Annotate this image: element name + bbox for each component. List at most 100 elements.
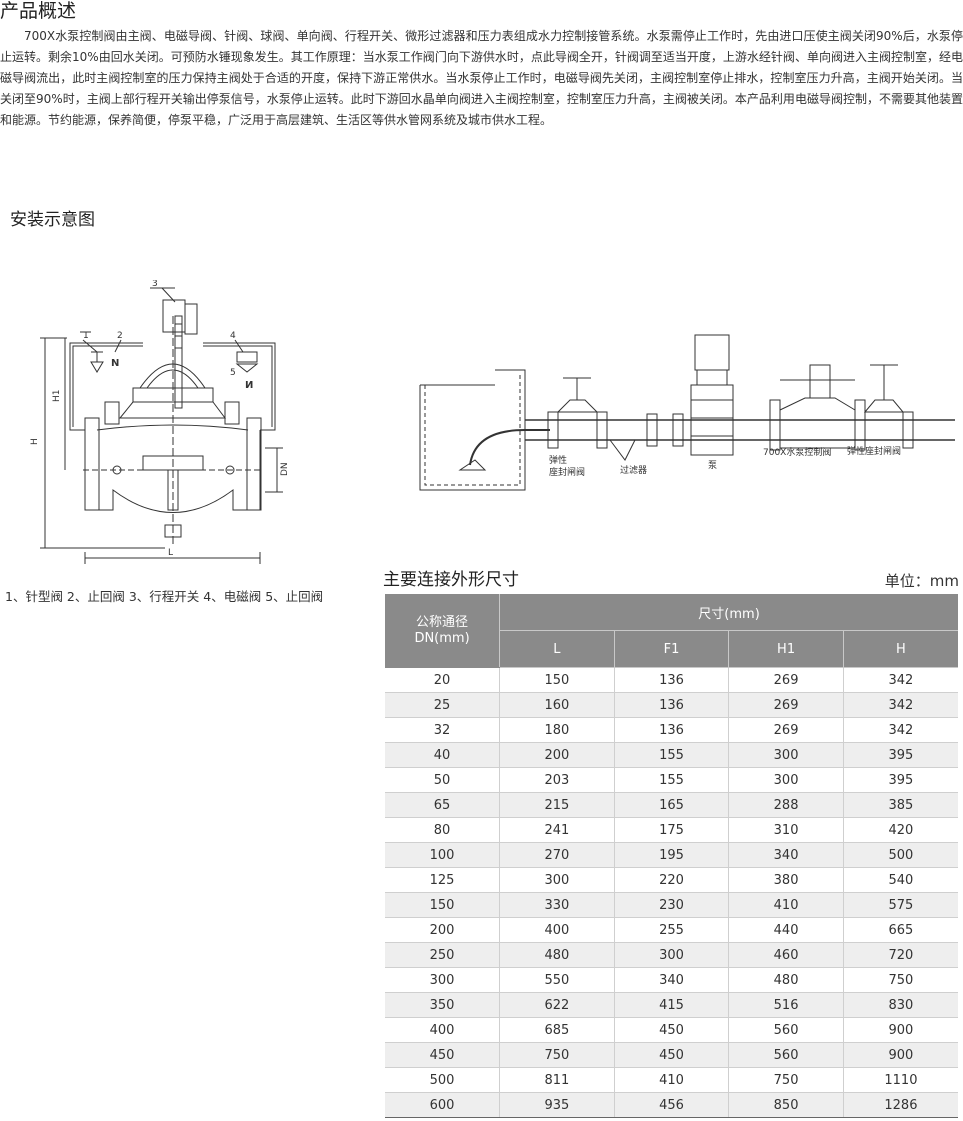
table-cell: 395 — [843, 742, 958, 768]
svg-text:И: И — [245, 380, 253, 391]
table-cell: 310 — [728, 817, 844, 843]
table-cell-dn: 450 — [385, 1042, 501, 1068]
dim-L-label: L — [168, 548, 173, 558]
dim-DN-label: DN — [280, 462, 290, 476]
table-title: 主要连接外形尺寸 — [383, 570, 519, 590]
table-cell-dn: 25 — [385, 692, 501, 718]
table-cell: 342 — [843, 717, 958, 743]
table-cell: 395 — [843, 767, 958, 793]
table-cell: 150 — [499, 667, 615, 693]
table-cell: 750 — [843, 967, 958, 993]
table-cell-dn: 600 — [385, 1092, 501, 1118]
table-cell: 550 — [499, 967, 615, 993]
table-cell: 340 — [614, 967, 730, 993]
table-cell-dn: 150 — [385, 892, 501, 918]
table-cell: 480 — [499, 942, 615, 968]
label-5: 5 — [230, 368, 236, 378]
table-cell: 811 — [499, 1067, 615, 1093]
dim-H-label: H — [30, 438, 40, 445]
overview-text: 700X水泵控制阀由主阀、电磁导阀、针阀、球阀、单向阀、行程开关、微形过滤器和压… — [0, 29, 963, 127]
table-cell: 300 — [728, 742, 844, 768]
label-1: 1 — [83, 331, 89, 341]
table-cell: 410 — [614, 1067, 730, 1093]
overview-paragraph: 700X水泵控制阀由主阀、电磁导阀、针阀、球阀、单向阀、行程开关、微形过滤器和压… — [0, 26, 963, 131]
dn-header-line1: 公称通径 — [416, 614, 469, 630]
dn-header-line2: DN(mm) — [414, 630, 470, 646]
table-cell: 175 — [614, 817, 730, 843]
table-cell-dn: 80 — [385, 817, 501, 843]
col-header-H1: H1 — [728, 630, 844, 668]
label-4: 4 — [230, 331, 236, 341]
pump-label: 泵 — [708, 460, 717, 471]
label-2: 2 — [117, 331, 123, 341]
table-cell: 241 — [499, 817, 615, 843]
dn-header: 公称通径 DN(mm) — [385, 594, 501, 668]
table-cell: 269 — [728, 667, 844, 693]
table-cell: 269 — [728, 692, 844, 718]
table-cell: 230 — [614, 892, 730, 918]
table-cell: 622 — [499, 992, 615, 1018]
table-cell: 160 — [499, 692, 615, 718]
table-cell: 400 — [499, 917, 615, 943]
table-cell: 850 — [728, 1092, 844, 1118]
table-cell: 220 — [614, 867, 730, 893]
table-cell: 560 — [728, 1042, 844, 1068]
table-cell: 342 — [843, 667, 958, 693]
table-cell-dn: 400 — [385, 1017, 501, 1043]
table-cell: 1110 — [843, 1067, 958, 1093]
filter-label: 过滤器 — [620, 464, 647, 476]
table-cell: 136 — [614, 667, 730, 693]
table-cell: 900 — [843, 1017, 958, 1043]
table-cell-dn: 50 — [385, 767, 501, 793]
valve-dimension-diagram: 3 1 2 N 4 5 И H H1 DN — [30, 280, 290, 564]
table-cell: 575 — [843, 892, 958, 918]
table-cell: 685 — [499, 1017, 615, 1043]
table-cell: 450 — [614, 1017, 730, 1043]
table-cell: 340 — [728, 842, 844, 868]
table-cell: 180 — [499, 717, 615, 743]
table-cell: 270 — [499, 842, 615, 868]
table-cell: 342 — [843, 692, 958, 718]
table-cell: 215 — [499, 792, 615, 818]
install-section-title: 安装示意图 — [10, 210, 95, 230]
table-cell: 540 — [843, 867, 958, 893]
col-header-F1: F1 — [614, 630, 730, 668]
table-cell-dn: 250 — [385, 942, 501, 968]
table-cell: 480 — [728, 967, 844, 993]
table-cell: 255 — [614, 917, 730, 943]
table-cell: 830 — [843, 992, 958, 1018]
table-cell: 269 — [728, 717, 844, 743]
col-header-L: L — [499, 630, 615, 668]
table-cell: 136 — [614, 692, 730, 718]
table-cell: 155 — [614, 742, 730, 768]
table-cell: 456 — [614, 1092, 730, 1118]
table-cell: 750 — [728, 1067, 844, 1093]
gate-valve-1-label-a: 弹性 — [549, 454, 567, 466]
valve-legend: 1、针型阀 2、止回阀 3、行程开关 4、电磁阀 5、止回阀 — [5, 589, 324, 604]
table-cell: 288 — [728, 792, 844, 818]
dim-H1-label: H1 — [52, 390, 62, 403]
table-cell-dn: 125 — [385, 867, 501, 893]
table-cell-dn: 200 — [385, 917, 501, 943]
table-cell: 440 — [728, 917, 844, 943]
table-cell: 300 — [614, 942, 730, 968]
table-cell: 560 — [728, 1017, 844, 1043]
table-cell: 300 — [728, 767, 844, 793]
gate-valve-2-label: 弹性座封闸阀 — [847, 445, 901, 457]
table-cell-dn: 300 — [385, 967, 501, 993]
table-cell: 516 — [728, 992, 844, 1018]
